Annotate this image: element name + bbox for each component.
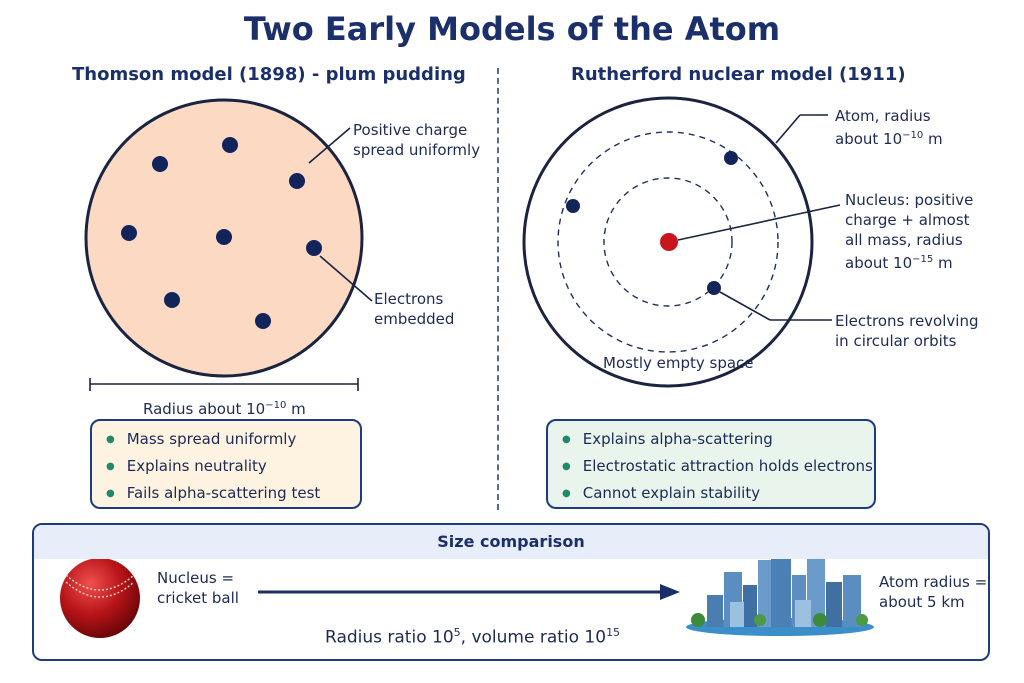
thomson-electrons: [121, 137, 322, 329]
thomson-electron: [164, 292, 180, 308]
thomson-electron: [306, 240, 322, 256]
page-title: Two Early Models of the Atom: [243, 10, 781, 48]
thomson-electron: [216, 229, 232, 245]
rutherford-electron: [707, 281, 721, 295]
city-skyline-icon: [686, 548, 874, 636]
nucleus: [660, 233, 678, 251]
rutherford-heading: Rutherford nuclear model (1911): [571, 64, 906, 85]
thomson-electron: [255, 313, 271, 329]
size-comparison-heading: Size comparison: [34, 525, 988, 559]
empty-space-label: Mostly empty space: [603, 354, 754, 372]
list-item: Cannot explain stability: [562, 481, 860, 508]
list-item: Fails alpha-scattering test: [106, 481, 346, 508]
outer-orbit: [557, 131, 779, 353]
thomson-electron: [152, 156, 168, 172]
atom-comparison-label: Atom radius = about 5 km: [879, 573, 988, 611]
atom-radius-label: Atom, radius about 10−10 m: [835, 107, 943, 148]
list-item: Mass spread uniformly: [106, 427, 346, 454]
cricket-ball-icon: [60, 558, 140, 638]
inner-orbit: [603, 177, 733, 307]
thomson-electron: [222, 137, 238, 153]
size-comparison-panel: Size comparison: [32, 523, 990, 661]
nucleus-comparison-label: Nucleus = cricket ball: [157, 569, 239, 607]
electron-orbit-pointer: [719, 291, 771, 321]
list-item: Electrostatic attraction holds electrons: [562, 454, 873, 481]
atom-radius-pointer: [775, 114, 801, 144]
thomson-electron: [289, 173, 305, 189]
thomson-heading: Thomson model (1898) - plum pudding: [72, 64, 466, 85]
list-item: Explains alpha-scattering: [562, 427, 860, 454]
ratio-label: Radius ratio 105, volume ratio 1015: [325, 626, 621, 648]
panel-divider: [497, 68, 499, 510]
thomson-electron: [121, 225, 137, 241]
rutherford-electron: [566, 199, 580, 213]
thomson-radius-label: Radius about 10−10 m: [143, 400, 306, 418]
positive-charge-label: Positive charge spread uniformly: [353, 121, 481, 159]
comparison-arrow: [258, 584, 680, 600]
rutherford-electron: [724, 151, 738, 165]
list-item: Explains neutrality: [106, 454, 346, 481]
nucleus-label: Nucleus: positive charge + almost all ma…: [845, 191, 974, 272]
positive-charge-pointer: [308, 127, 351, 164]
nucleus-pointer: [677, 204, 841, 241]
rutherford-summary-box: Explains alpha-scattering Electrostatic …: [546, 419, 876, 509]
electrons-pointer: [319, 255, 373, 302]
electrons-orbit-label: Electrons revolving in circular orbits: [835, 312, 979, 350]
radius-scale-bar: [89, 378, 359, 391]
electrons-embedded-label: Electrons embedded: [374, 290, 455, 328]
thomson-summary-box: Mass spread uniformly Explains neutralit…: [90, 419, 362, 509]
